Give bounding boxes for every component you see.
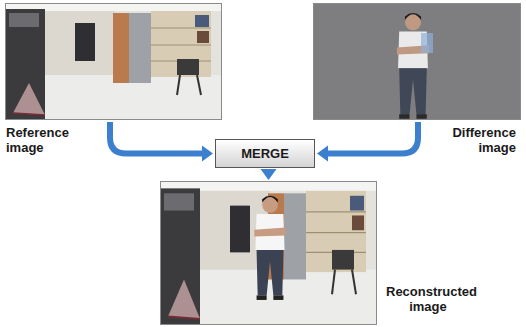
reconstructed-image-frame: Reconstructed image (160, 181, 377, 325)
reconstructed-photo (160, 181, 377, 325)
difference-image-frame: Difference image (313, 3, 521, 120)
image-caption: Reconstructed image (386, 284, 470, 314)
arrow-head (202, 146, 213, 162)
flow-arrow (327, 122, 418, 154)
reference-image-frame: Reference image (5, 3, 222, 120)
process-label: MERGE (241, 146, 289, 161)
arrow-head (261, 169, 277, 180)
difference-photo (313, 3, 521, 120)
merge-box: MERGE (215, 139, 315, 168)
flow-arrow (110, 122, 203, 154)
image-caption: Difference image (432, 125, 516, 155)
arrow-head (317, 146, 328, 162)
image-caption: Reference image (6, 125, 90, 155)
reference-photo (5, 3, 222, 120)
